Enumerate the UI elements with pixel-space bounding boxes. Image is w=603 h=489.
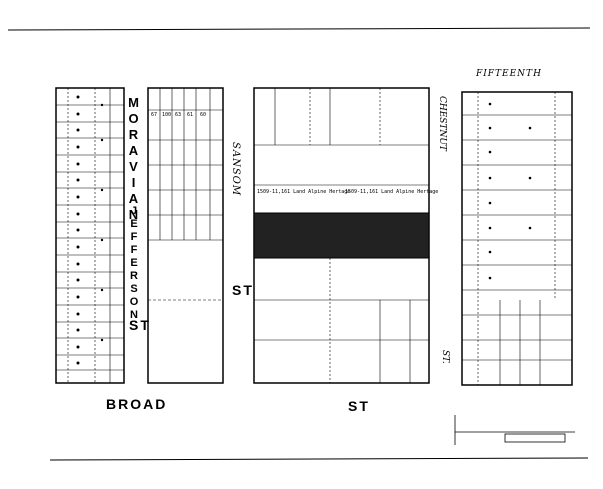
lot-number: 67: [151, 112, 158, 118]
street-label-st-bottom: ST: [348, 398, 370, 414]
building-note: 1509-11,161 Land Alpine Hertage: [257, 189, 351, 195]
middle-left-block: [147, 87, 224, 384]
lot-number: 60: [200, 112, 207, 118]
hatched-building: [253, 212, 430, 259]
lot-number: 63: [175, 112, 182, 118]
street-label-sansom: SANSOM: [230, 142, 241, 197]
lot-number: 100: [162, 112, 172, 118]
right-block: [461, 91, 573, 386]
street-label-moravian: MORAVIAN: [126, 95, 141, 223]
left-block: [55, 87, 125, 384]
street-label-fifteenth: FIFTEENTH: [476, 69, 542, 79]
building-note: 1509-11,161 Land Alpine Hertage: [345, 189, 439, 195]
lot-number: 61: [187, 112, 194, 118]
street-label-st-right: ST.: [440, 350, 450, 364]
street-label-broad: BROAD: [106, 396, 168, 412]
street-label-jefferson: JEFFERSON: [128, 205, 140, 322]
center-block: [253, 87, 430, 384]
page-top-edge: [7, 27, 591, 31]
street-label-moravian-st: ST: [129, 317, 151, 333]
street-label-sansom-st: ST: [232, 282, 254, 298]
street-label-chestnut: CHESTNUT: [437, 96, 447, 151]
page-bottom-edge: [49, 457, 589, 461]
scale-fragment: [454, 415, 575, 445]
